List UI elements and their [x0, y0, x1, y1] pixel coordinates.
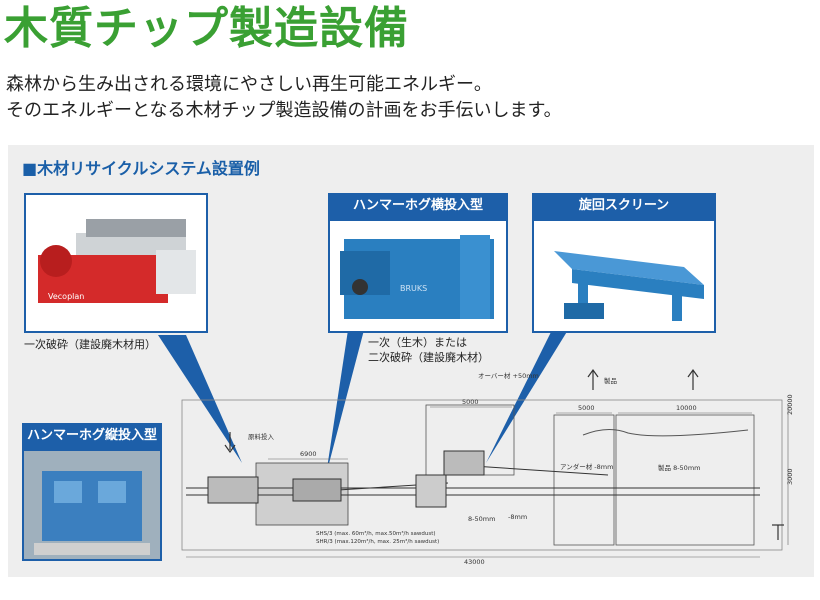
shredder-unit [207, 476, 259, 504]
brand-label: Vecoplan [48, 292, 84, 301]
label-rotating-screen: 旋回スクリーン [532, 193, 716, 219]
callout-pointer-2 [326, 330, 364, 475]
dim-20000: 20000 [786, 394, 794, 415]
size-8: -8mm [508, 513, 527, 521]
intro-line-1: 森林から生み出される環境にやさしい再生可能エネルギー。 [6, 74, 492, 95]
storage-area-a [553, 414, 615, 546]
caption-hammer-hog-2: 二次破砕（建設廃木材） [368, 351, 489, 364]
hammer-hog-horizontal-photo: BRUKS [328, 219, 508, 333]
dim-43000: 43000 [464, 558, 485, 566]
caption-shredder: 一次破砕（建設廃木材用） [24, 338, 156, 351]
label-hammer-hog-vertical: ハンマーホグ縦投入型 [22, 423, 162, 449]
spec-1: SHS/3 (max. 60m³/h, max.50m³/h sawdust) [316, 530, 436, 537]
dim-10000: 10000 [676, 404, 697, 412]
storage-area-b [615, 414, 755, 546]
dim-6900: 6900 [300, 450, 317, 458]
screen-illustration [554, 251, 704, 321]
page-title: 木質チップ製造設備 [4, 3, 409, 54]
dim-3000: 3000 [786, 468, 794, 485]
undersize-label: アンダー材 -8mm [560, 462, 613, 471]
transfer-unit [415, 474, 447, 508]
vertical-hog-illustration [24, 451, 160, 559]
system-example-panel: ■木材リサイクルシステム設置例 [8, 145, 814, 577]
brand-label-2: BRUKS [400, 284, 427, 293]
caption-hammer-hog-1: 一次（生木）または [368, 336, 467, 349]
pile-outline [582, 429, 749, 437]
hammer-hog-illustration: BRUKS [340, 235, 494, 319]
hammer-hog-vertical-photo [22, 449, 162, 561]
product-size-label: 製品 8-50mm [658, 463, 700, 472]
oversize-label: オーバー材 +50mm [478, 371, 539, 380]
section-heading: ■木材リサイクルシステム設置例 [22, 159, 260, 178]
shredder-illustration: Vecoplan [38, 219, 196, 303]
dim-5000b: 5000 [578, 404, 595, 412]
dim-5000a: 5000 [462, 398, 479, 406]
shredder-photo: Vecoplan [24, 193, 208, 333]
callout-pointer-3 [486, 330, 568, 463]
product-label: 製品 [604, 376, 617, 385]
label-hammer-hog-horizontal: ハンマーホグ横投入型 [328, 193, 508, 219]
screen-unit [443, 450, 485, 476]
spec-2: SHR/3 (max.120m³/h, max. 25m³/h sawdust) [316, 538, 439, 545]
intro-text: 森林から生み出される環境にやさしい再生可能エネルギー。 そのエネルギーとなる木材… [6, 72, 562, 124]
layout-diagram: 原料投入 製品 オーバー材 +50mm アンダー材 -8mm 製品 8-50mm… [158, 330, 794, 566]
callout-pointer-1 [158, 335, 242, 463]
rotating-screen-photo [532, 219, 716, 333]
intro-line-2: そのエネルギーとなる木材チップ製造設備の計画をお手伝いします。 [6, 100, 562, 121]
size-8-50: 8-50mm [468, 515, 495, 523]
site-outline [181, 399, 783, 551]
material-input-label: 原料投入 [248, 432, 275, 441]
hammer-hog-unit [292, 478, 342, 502]
